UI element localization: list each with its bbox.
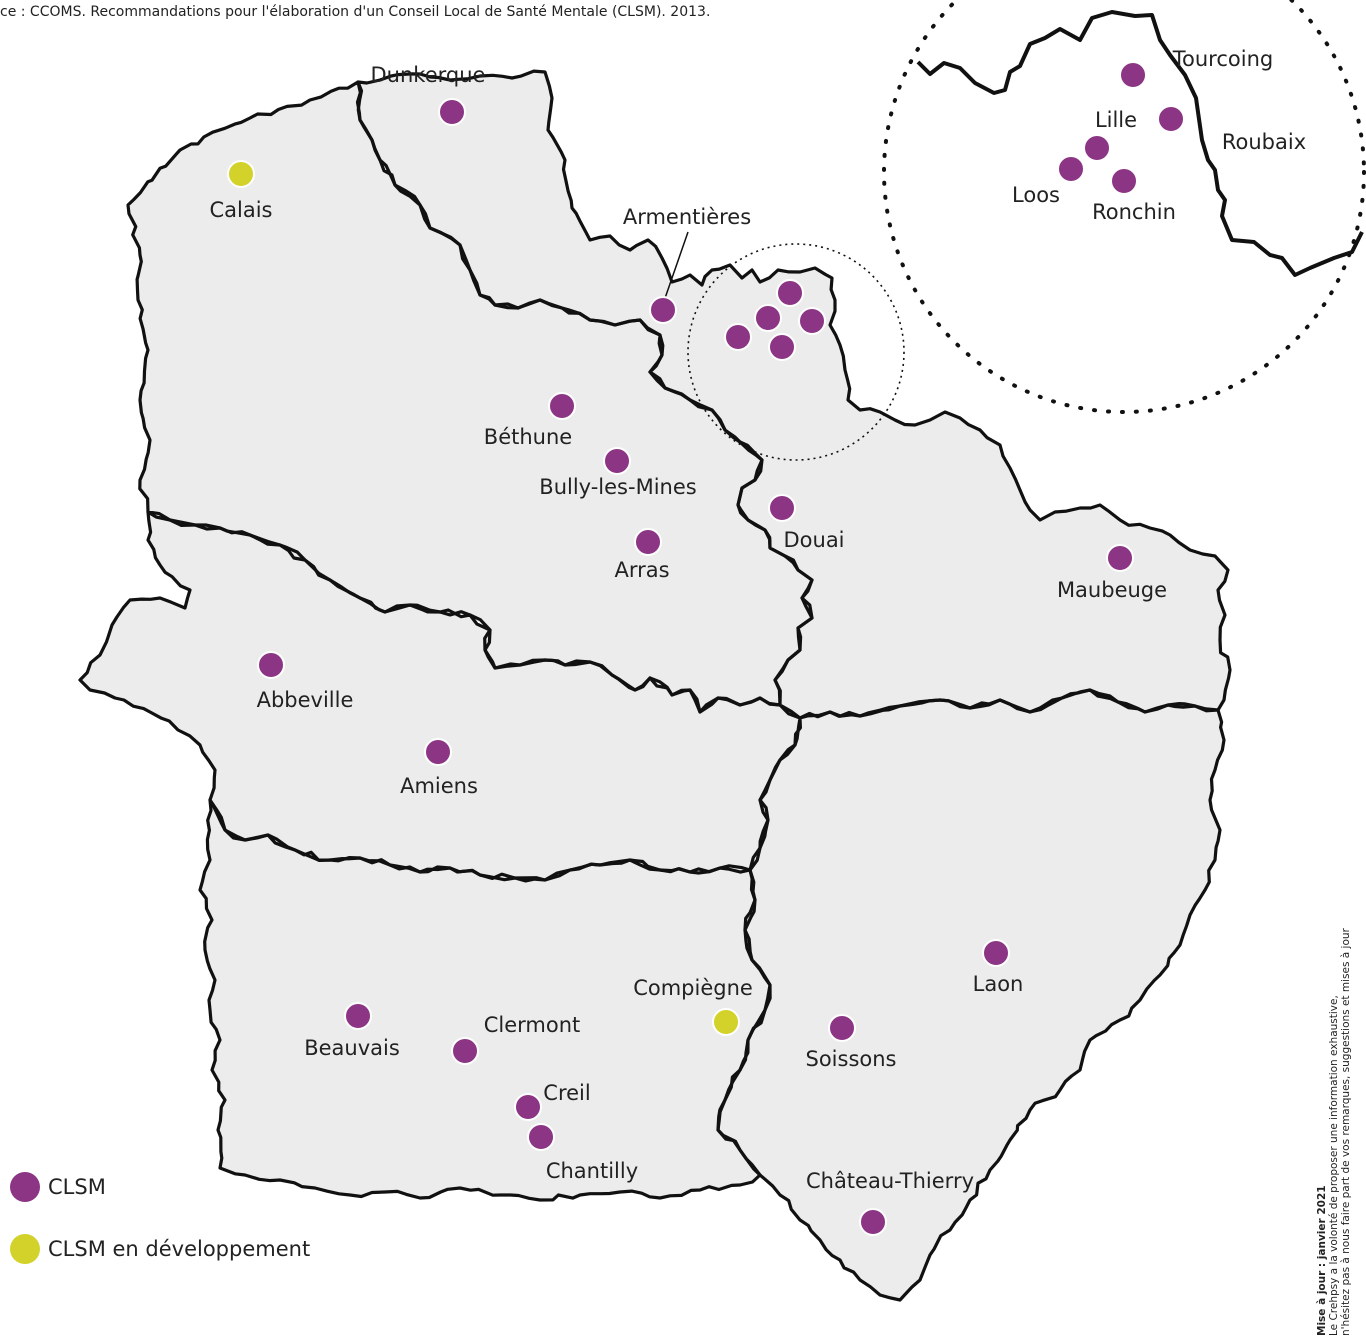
marker-creil bbox=[514, 1093, 542, 1121]
inset-marker-tourcoing bbox=[1119, 61, 1147, 89]
label-maubeuge: Maubeuge bbox=[1057, 578, 1167, 602]
label-arras: Arras bbox=[614, 558, 669, 582]
department-aisne bbox=[718, 690, 1224, 1300]
marker-douai bbox=[768, 494, 796, 522]
legend-label-clsm: CLSM bbox=[48, 1175, 106, 1199]
marker-armentieres bbox=[649, 296, 677, 324]
marker-chateau-thierry bbox=[859, 1208, 887, 1236]
department-border-oise bbox=[198, 798, 772, 1202]
label-laon: Laon bbox=[973, 972, 1024, 996]
inset-marker-roubaix bbox=[1083, 134, 1111, 162]
update-note-title: Mise à jour : janvier 2021 bbox=[1316, 1185, 1328, 1336]
legend-marker-clsm bbox=[10, 1172, 40, 1202]
inset-circle bbox=[882, 0, 1366, 414]
label-bethune: Béthune bbox=[484, 425, 572, 449]
marker-dunkerque bbox=[438, 98, 466, 126]
legend: CLSM CLSM en développement bbox=[10, 1172, 310, 1296]
marker-metropole-5 bbox=[768, 333, 796, 361]
label-douai: Douai bbox=[783, 528, 844, 552]
marker-maubeuge bbox=[1106, 544, 1134, 572]
marker-soissons bbox=[828, 1014, 856, 1042]
label-soissons: Soissons bbox=[806, 1047, 897, 1071]
metropole-zoom-circle bbox=[687, 243, 905, 461]
legend-item-clsm: CLSM bbox=[10, 1172, 310, 1202]
department-nord bbox=[358, 71, 1230, 719]
legend-item-developing: CLSM en développement bbox=[10, 1234, 310, 1264]
label-compiegne: Compiègne bbox=[633, 976, 753, 1000]
marker-compiegne bbox=[712, 1008, 740, 1036]
marker-bully-les-mines bbox=[603, 447, 631, 475]
label-armentieres: Armentières bbox=[623, 205, 751, 229]
marker-abbeville bbox=[257, 651, 285, 679]
legend-label-developing: CLSM en développement bbox=[48, 1237, 311, 1261]
update-note-line1: Le Crehpsy a la volonté de proposer une … bbox=[1328, 995, 1340, 1336]
marker-beauvais bbox=[344, 1002, 372, 1030]
label-clermont: Clermont bbox=[484, 1013, 581, 1037]
label-dunkerque: Dunkerque bbox=[371, 63, 486, 87]
inset-label-loos: Loos bbox=[1012, 183, 1060, 207]
marker-metropole-2 bbox=[754, 304, 782, 332]
legend-marker-developing bbox=[10, 1234, 40, 1264]
marker-metropole-1 bbox=[776, 279, 804, 307]
inset-label-roubaix: Roubaix bbox=[1222, 130, 1306, 154]
armentieres-leader-line bbox=[662, 231, 689, 305]
marker-metropole-4 bbox=[724, 323, 752, 351]
inset-label-tourcoing: Tourcoing bbox=[1172, 47, 1273, 71]
label-chantilly: Chantilly bbox=[546, 1159, 638, 1183]
label-beauvais: Beauvais bbox=[304, 1036, 400, 1060]
department-somme bbox=[80, 512, 800, 880]
inset-label-lille: Lille bbox=[1095, 108, 1137, 132]
update-note: Mise à jour : janvier 2021 Le Crehpsy a … bbox=[1316, 816, 1352, 1336]
department-shapes bbox=[80, 71, 1230, 1300]
department-borders bbox=[78, 69, 1232, 1302]
update-note-line2: n'hésitez pas à nous faire part de vos r… bbox=[1340, 928, 1352, 1336]
source-citation: ce : CCOMS. Recommandations pour l'élabo… bbox=[0, 4, 711, 20]
marker-chantilly bbox=[527, 1123, 555, 1151]
inset-border-line bbox=[916, 10, 1364, 277]
marker-arras bbox=[634, 528, 662, 556]
marker-bethune bbox=[548, 392, 576, 420]
label-abbeville: Abbeville bbox=[257, 688, 354, 712]
marker-clermont bbox=[451, 1037, 479, 1065]
label-chateau-thierry: Château-Thierry bbox=[806, 1169, 974, 1193]
marker-laon bbox=[982, 939, 1010, 967]
label-amiens: Amiens bbox=[400, 774, 478, 798]
inset-marker-lille bbox=[1157, 105, 1185, 133]
department-border-aisne bbox=[716, 688, 1226, 1302]
label-creil: Creil bbox=[543, 1081, 590, 1105]
marker-amiens bbox=[424, 738, 452, 766]
inset-marker-ronchin bbox=[1110, 167, 1138, 195]
inset-marker-loos bbox=[1057, 155, 1085, 183]
department-oise bbox=[200, 800, 770, 1200]
marker-calais bbox=[227, 160, 255, 188]
label-bully-les-mines: Bully-les-Mines bbox=[539, 475, 696, 499]
inset-label-ronchin: Ronchin bbox=[1092, 200, 1176, 224]
marker-metropole-3 bbox=[798, 307, 826, 335]
label-calais: Calais bbox=[209, 198, 272, 222]
city-markers bbox=[227, 98, 1134, 1236]
